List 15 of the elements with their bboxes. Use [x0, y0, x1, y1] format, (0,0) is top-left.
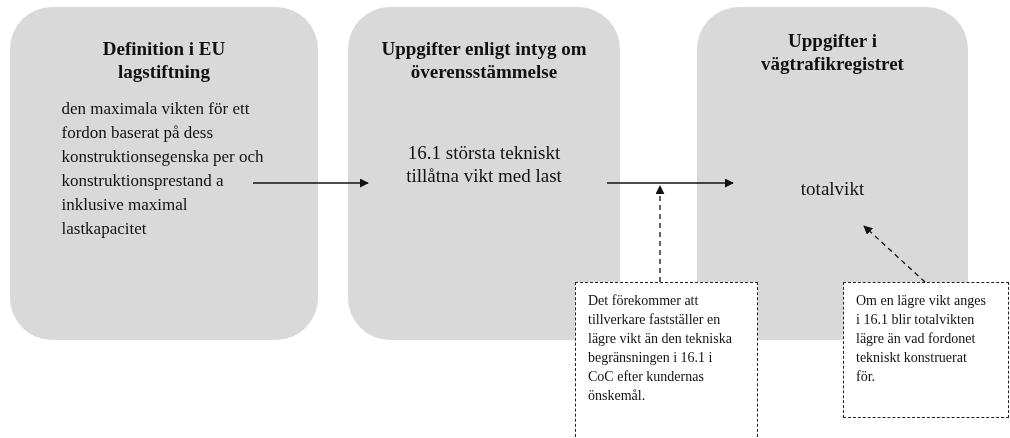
note-text: Det förekommer att tillverkare fastställer en lägre vikt än den tekniska begränsningen i 16.1 i CoC efter kundernas önskemål. [588, 292, 733, 405]
box-heading: Definition i EU lagstiftning [101, 37, 227, 83]
arrow [252, 178, 369, 188]
box-heading: Uppgifter i vägtrafikregistret [760, 29, 905, 75]
note-box [575, 282, 758, 438]
box-text: 16.1 största tekniskt tillåtna vikt med last [405, 141, 563, 187]
note-text: Om en lägre vikt anges i 16.1 blir totalvikten lägre än vad fordonet tekniskt konstruerat för. [856, 292, 986, 386]
dashed-arrow [863, 225, 926, 283]
dashed-arrow [655, 185, 665, 283]
box-text: totalvikt [799, 177, 866, 200]
rounded-box [10, 7, 318, 340]
arrow [606, 178, 734, 188]
box-heading: Uppgifter enligt intyg om överensstämmelse [380, 37, 588, 83]
box-text: den maximala vikten för ett fordon baserat på dess konstruktionsegenska per och konstruktionsprestand a inklusive maximal lastkapacitet [61, 98, 265, 240]
note-box [843, 282, 1009, 418]
